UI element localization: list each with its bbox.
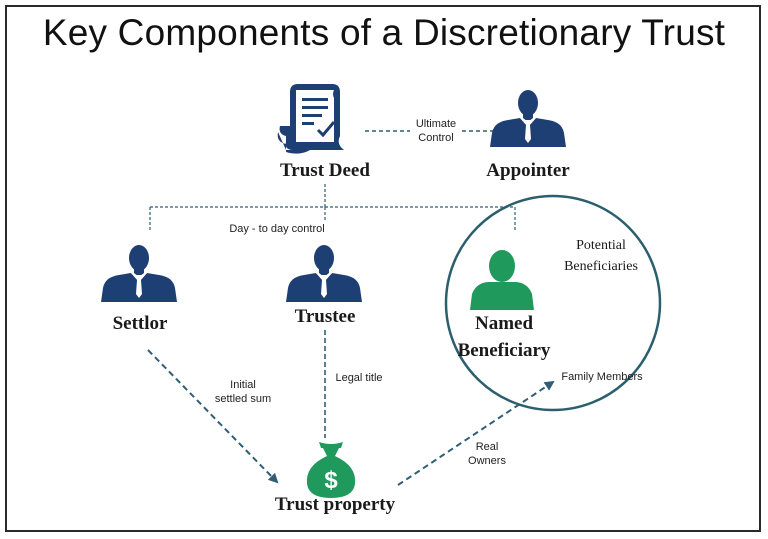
initial-settled-sum-line1: Initial <box>230 379 256 391</box>
arrow-real-owners <box>397 380 555 486</box>
ultimate-control-label: Ultimate Control <box>406 117 466 145</box>
real-owners-label: Real Owners <box>462 440 512 468</box>
trustee-label: Trustee <box>294 306 356 327</box>
trustee-person-icon <box>286 245 362 302</box>
settlor-person-icon <box>101 245 177 302</box>
family-members-label: Family Members <box>561 371 643 383</box>
ultimate-control-line1: Ultimate <box>415 118 457 130</box>
diagram-frame <box>5 5 761 532</box>
potential-beneficiaries-label-line1: Potential <box>576 238 626 253</box>
ultimate-control-line2: Control <box>418 132 454 144</box>
potential-beneficiaries-label-line2: Beneficiaries <box>564 259 638 274</box>
named-beneficiary-label-line2: Beneficiary <box>457 340 551 361</box>
trust-property-label: Trust property <box>274 494 396 515</box>
initial-settled-sum-line2: settled sum <box>214 393 272 405</box>
svg-text:$: $ <box>324 467 338 494</box>
named-beneficiary-label-line1: Named <box>474 313 534 334</box>
arrow-initial-settled-sum <box>147 349 279 484</box>
initial-settled-sum-label: Initial settled sum <box>208 378 278 406</box>
appointer-label: Appointer <box>486 160 570 181</box>
beneficiary-person-icon <box>470 250 534 310</box>
real-owners-line1: Real <box>475 441 499 453</box>
trust-deed-label: Trust Deed <box>280 160 370 181</box>
legal-title-label: Legal title <box>335 372 383 384</box>
settlor-label: Settlor <box>112 313 168 334</box>
money-bag-icon: $ <box>306 442 356 498</box>
document-certificate-icon <box>277 84 344 154</box>
beneficiaries-circle <box>444 194 662 412</box>
real-owners-line2: Owners <box>468 455 506 467</box>
appointer-person-icon <box>490 90 566 147</box>
day-to-day-control-label: Day - to day control <box>222 222 332 236</box>
page-title: Key Components of a Discretionary Trust <box>42 12 726 53</box>
